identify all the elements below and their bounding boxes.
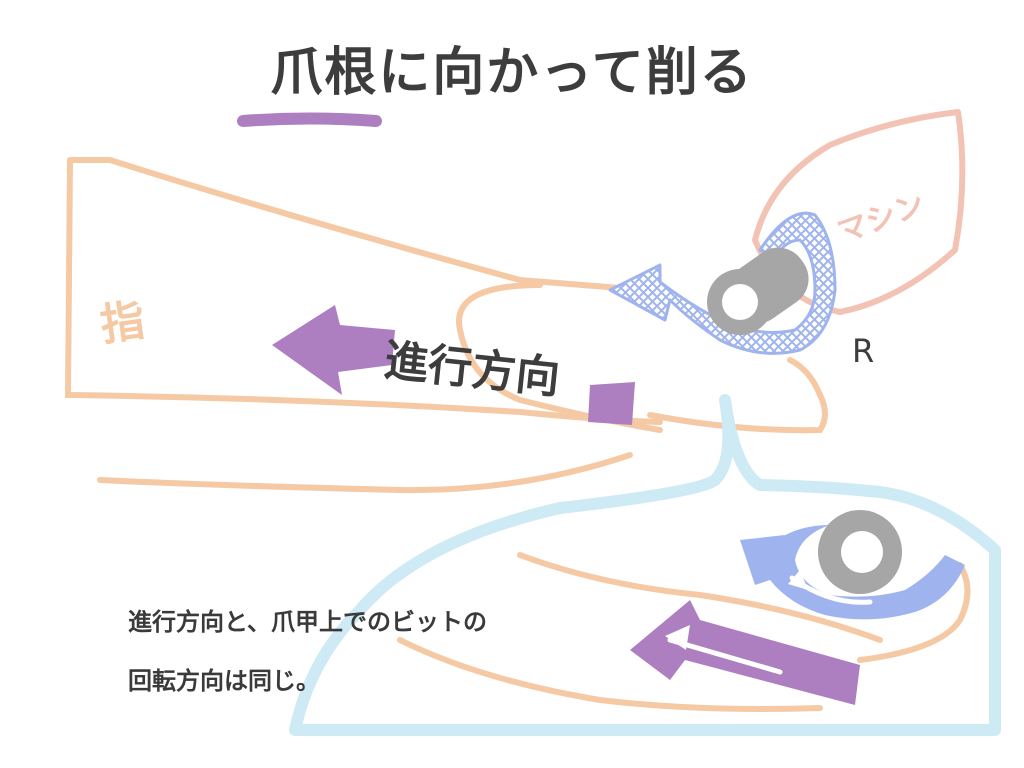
page-title: 爪根に向かって削る	[270, 43, 754, 103]
direction-arrow-icon	[272, 305, 635, 425]
title-underline	[237, 112, 382, 127]
zoom-bubble-outline	[289, 394, 1001, 736]
zoomed-nail-outline	[397, 552, 971, 712]
zoomed-direction-arrow-icon	[630, 600, 860, 705]
direction-label: 進行方向	[382, 335, 562, 404]
zoomed-bit-icon	[818, 510, 902, 594]
caption-line-2: 回転方向は同じ。	[128, 667, 320, 695]
r-label: R	[852, 332, 874, 370]
finger-label: 指	[97, 295, 148, 352]
machine-label: マシン	[833, 187, 930, 251]
finger-outline	[64, 157, 663, 494]
caption-line-1: 進行方向と、爪甲上でのビットの	[128, 608, 488, 636]
zoomed-rotation-arrow-icon	[740, 525, 965, 620]
grinding-bit-icon	[707, 247, 809, 335]
